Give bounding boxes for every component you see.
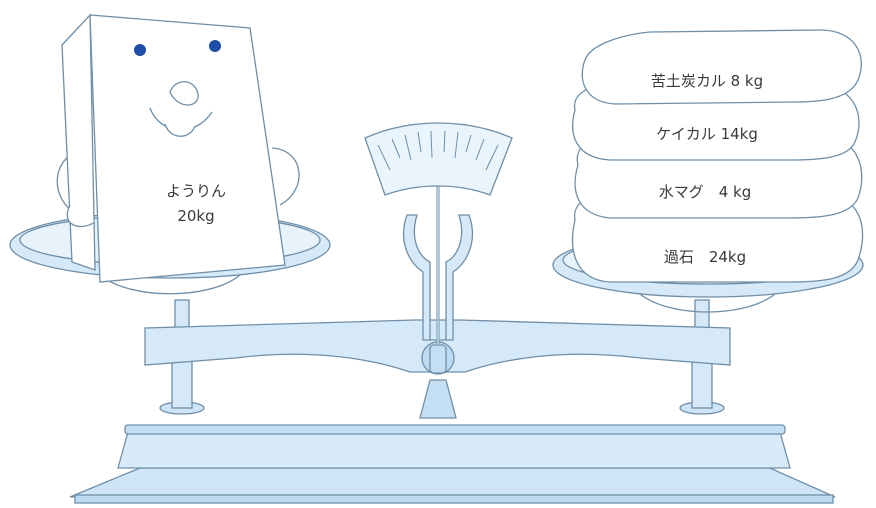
bag-label-kudo-tankaru: 苦土炭カル 8 kg bbox=[651, 72, 763, 90]
right-eye-icon bbox=[209, 40, 221, 52]
scale-base bbox=[69, 424, 836, 504]
center-column bbox=[403, 165, 473, 419]
bag-label-keikaru: ケイカル 14kg bbox=[656, 125, 758, 143]
bag-label-mizumagu: 水マグ 4 kg bbox=[659, 183, 752, 201]
bag-label-kaseki: 過石 24kg bbox=[664, 248, 746, 266]
bag-kudo-tankaru bbox=[581, 29, 862, 105]
fertilizer-bag-stack: 苦土炭カル 8 kg ケイカル 14kg 水マグ 4 kg 過石 24kg bbox=[571, 29, 864, 283]
youlin-weight-label: 20kg bbox=[177, 207, 214, 225]
youlin-name-label: ようりん bbox=[166, 182, 226, 200]
scale-dial bbox=[364, 122, 513, 196]
left-eye-icon bbox=[134, 44, 146, 56]
right-post bbox=[679, 299, 725, 415]
youlin-bag-character: ようりん 20kg bbox=[56, 13, 300, 283]
